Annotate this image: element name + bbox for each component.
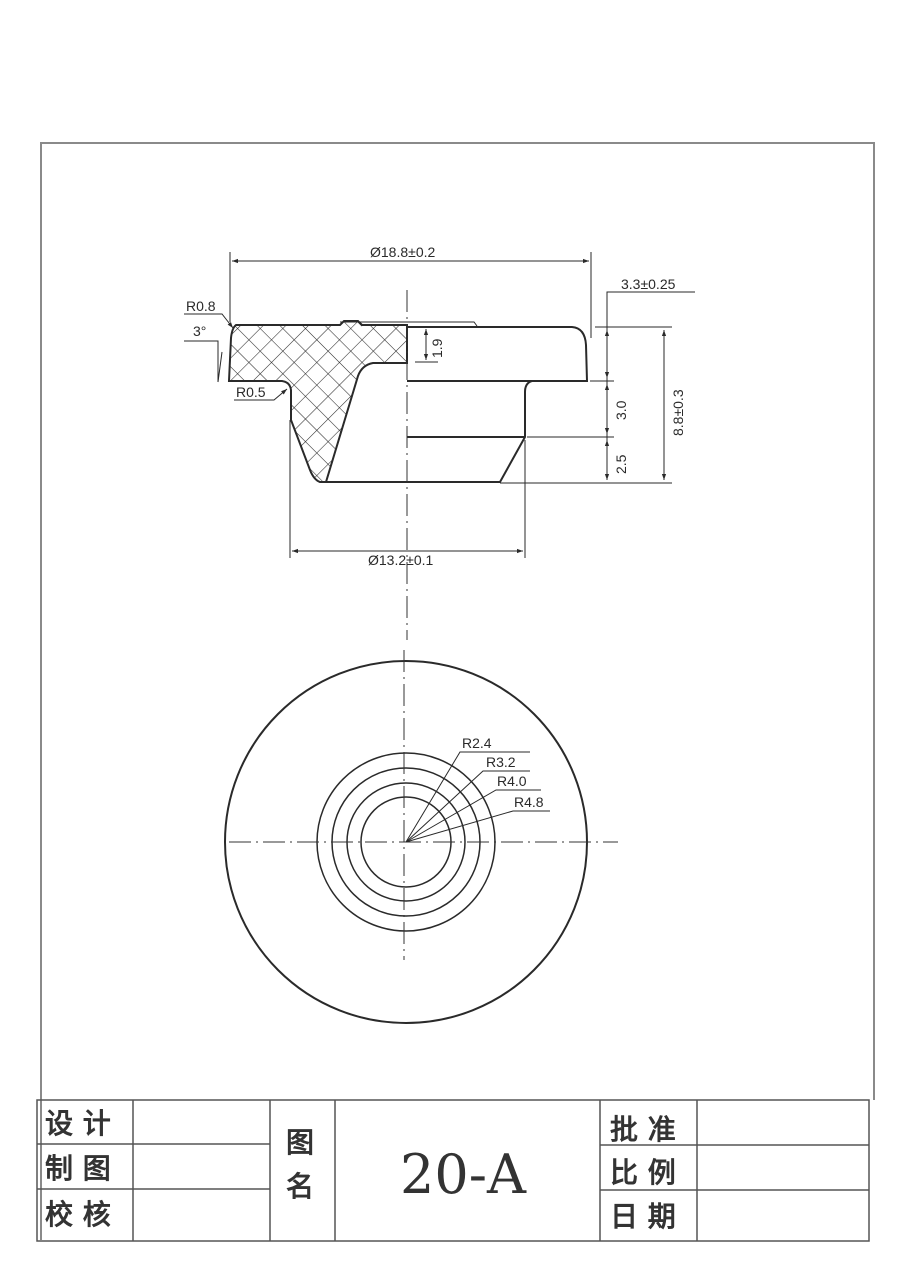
dim-flange-thickness: 3.3±0.25 [621, 276, 676, 292]
hatched-section [227, 320, 408, 483]
dim-radius-step: R0.5 [236, 384, 266, 400]
dim-recess-depth: 1.9 [429, 338, 445, 358]
label-review: 校 核 [45, 1198, 111, 1231]
drawing-frame [40, 142, 875, 1240]
dim-radius-3: R4.0 [497, 773, 527, 789]
section-view: Ø18.8±0.2 Ø13.2±0.1 3.3±0.25 3.0 2.5 8.8… [184, 244, 695, 640]
dim-radius-1: R2.4 [462, 735, 492, 751]
dim-radius-4: R4.8 [514, 794, 544, 810]
title-block: 设 计 制 图 校 核 图 名 20-A 批 准 比 例 日 期 [36, 1099, 870, 1242]
dim-radius-2: R3.2 [486, 754, 516, 770]
label-drawing-name-1: 图 [286, 1126, 314, 1159]
dim-draft-angle: 3° [193, 323, 206, 339]
dim-outer-diameter: Ø18.8±0.2 [370, 244, 435, 260]
label-drawing-name-2: 名 [286, 1170, 314, 1203]
label-drafting: 制 图 [45, 1152, 111, 1185]
label-approve: 批 准 [610, 1113, 676, 1146]
dim-inner-height-upper: 3.0 [613, 400, 629, 420]
label-design: 设 计 [45, 1107, 111, 1140]
label-scale: 比 例 [610, 1156, 676, 1189]
dim-radius-top-corner: R0.8 [186, 298, 216, 314]
top-view: R2.4 R3.2 R4.0 R4.8 [224, 650, 618, 1024]
dim-inner-height-lower: 2.5 [613, 454, 629, 474]
dim-lower-diameter: Ø13.2±0.1 [368, 552, 433, 568]
dim-total-height: 8.8±0.3 [670, 389, 686, 436]
drawing-name: 20-A [400, 1143, 527, 1206]
label-date: 日 期 [610, 1200, 676, 1233]
